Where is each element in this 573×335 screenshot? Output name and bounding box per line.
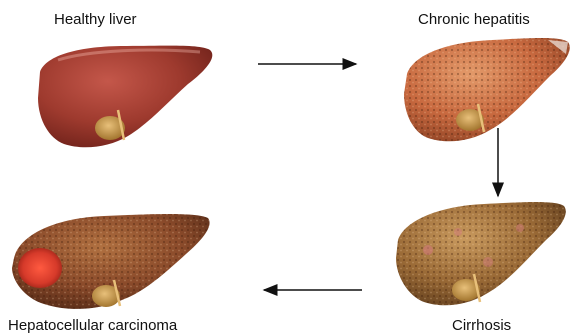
- hepatocellular-carcinoma-liver-illustration: [12, 214, 210, 309]
- cirrhosis-label: Cirrhosis: [452, 318, 511, 333]
- chronic-hepatitis-label: Chronic hepatitis: [418, 12, 530, 27]
- healthy-liver-illustration: [38, 46, 212, 148]
- tumor-mass: [18, 248, 62, 288]
- chronic-hepatitis-liver-illustration: [404, 38, 570, 141]
- hepatocellular-carcinoma-label: Hepatocellular carcinoma: [8, 318, 177, 333]
- healthy-liver-label: Healthy liver: [54, 12, 137, 27]
- cirrhosis-liver-illustration: [396, 202, 566, 305]
